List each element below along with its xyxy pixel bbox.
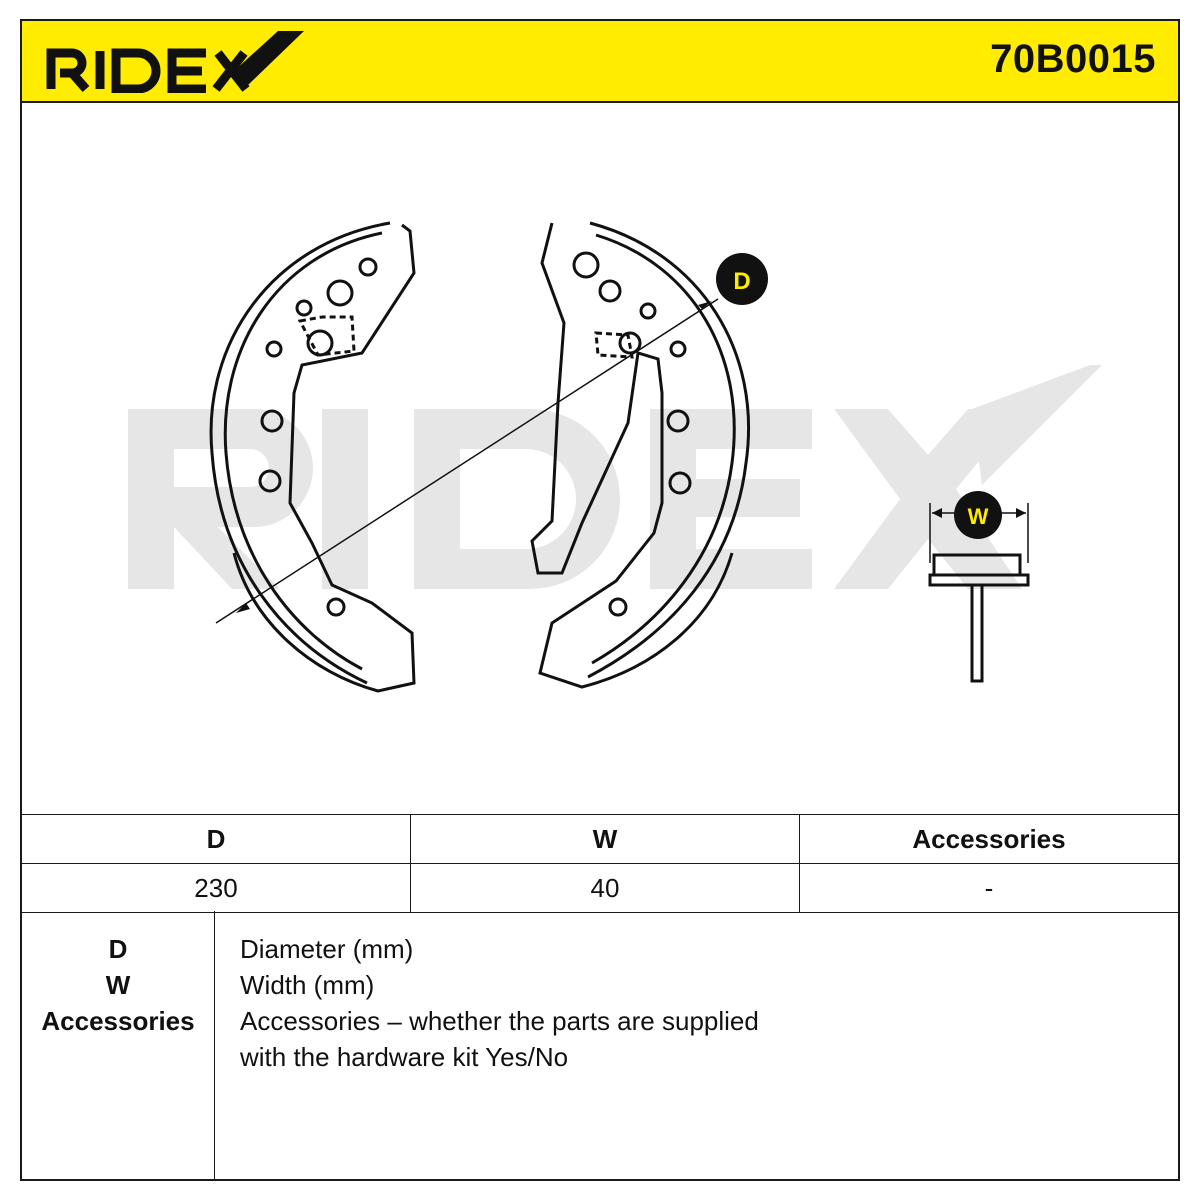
table-header-row: D W Accessories [22,814,1178,864]
value-cell-w: 40 [410,863,800,913]
legend-description: Diameter (mm) [240,934,414,964]
legend-keys: D W Accessories [22,911,215,1179]
right-brake-shoe [530,221,751,689]
legend-key-w: W [105,970,131,1000]
dimensions-table: D W Accessories 230 40 - [22,814,1178,913]
width-marker-label: W [968,504,989,529]
part-number: 70B0015 [990,37,1156,81]
ridex-logo [46,31,304,93]
ridex-watermark [128,365,1102,589]
legend-descriptions: Diameter (mm) Width (mm) Accessories – w… [240,931,1140,1075]
table-row: 230 40 - [22,863,1178,913]
legend-key-accessories: Accessories [41,1006,195,1036]
diameter-marker-icon: D [215,253,768,624]
legend-description: Accessories – whether the parts are supp… [240,1006,759,1036]
legend-description: Width (mm) [240,970,375,1000]
legend-description: with the hardware kit Yes/No [240,1042,569,1072]
value-cell-accessories: - [799,863,1178,913]
header-bar: 70B0015 [22,21,1178,103]
diameter-marker-label: D [733,268,750,295]
header-cell-accessories: Accessories [799,814,1178,864]
legend-section: D W Accessories Diameter (mm) Width (mm)… [22,911,1178,1179]
width-marker-icon: W [928,491,1030,683]
left-brake-shoe [209,221,416,693]
header-cell-w: W [410,814,800,864]
legend-key-d: D [108,934,128,964]
header-cell-d: D [22,814,411,864]
value-cell-d: 230 [22,863,411,913]
product-sheet: 70B0015 [20,19,1180,1181]
brake-shoe-drawing: D W [128,221,1102,693]
